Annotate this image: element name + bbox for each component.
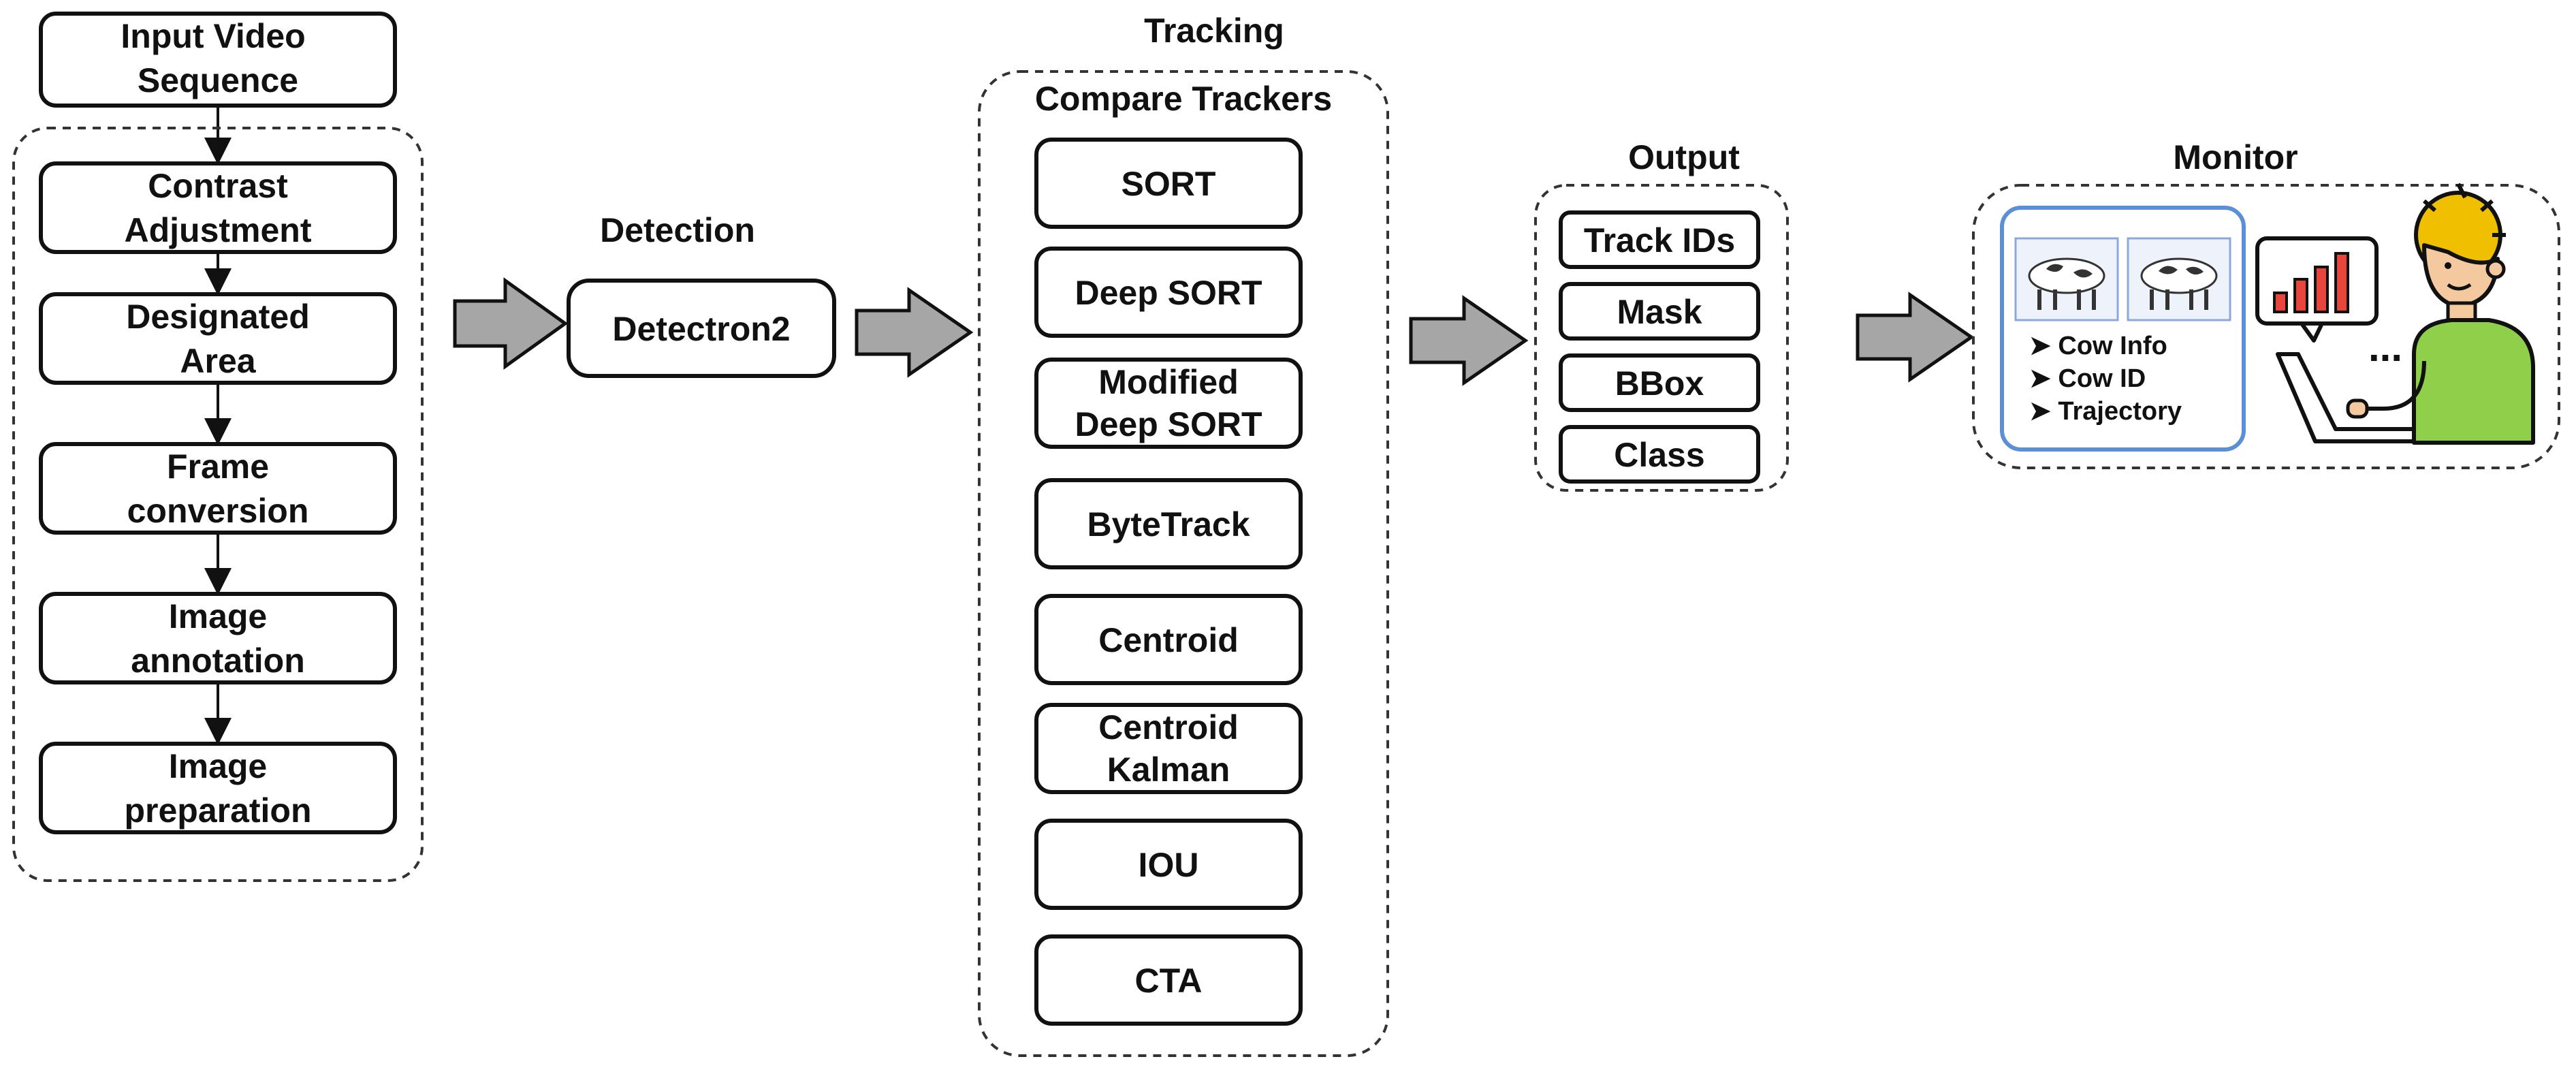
- tracker-box-modified-deep-sort: [1034, 358, 1303, 449]
- monitor-title: Monitor: [2173, 138, 2297, 176]
- svg-text:Centroid: Centroid: [1098, 621, 1239, 659]
- output-label-class: Class: [1614, 436, 1704, 474]
- tracker-box-cta: [1034, 934, 1303, 1026]
- tracker-label-centroid-kalman-1: Centroid: [1098, 708, 1239, 746]
- step-label-contrast-adjustment-1: Contrast: [148, 167, 288, 205]
- svg-text:Deep SORT: Deep SORT: [1075, 274, 1262, 312]
- tracker-label-sort: SORT: [1122, 165, 1216, 203]
- step-label-image-preparation-2: preparation: [124, 791, 311, 830]
- tracker-box-deep-sort: [1034, 247, 1303, 338]
- analyst-illustration-icon: ...: [2255, 183, 2535, 445]
- step-box-image-preparation: [39, 742, 397, 834]
- info-item-trajectory: ➤ Trajectory: [2029, 397, 2182, 426]
- person-icon: [2346, 183, 2535, 445]
- tracker-box-bytetrack: [1034, 478, 1303, 569]
- tracker-box-centroid: [1034, 594, 1303, 685]
- flow-arrow-to-detection: [453, 277, 569, 370]
- svg-text:CTA: CTA: [1134, 962, 1202, 1000]
- tracker-label-modified-deep-sort-1: Modified: [1098, 363, 1239, 401]
- tracker-label-modified-deep-sort-2: Deep SORT: [1075, 405, 1262, 443]
- tracker-label-cta: CTA: [1134, 962, 1202, 1000]
- output-label-track-ids: Track IDs: [1584, 221, 1735, 259]
- svg-text:Input Video Sequence: Input Video Sequence: [121, 17, 315, 99]
- flow-arrow-to-tracking: [855, 287, 974, 378]
- tracking-title: Tracking: [1144, 12, 1284, 50]
- step-label-image-annotation-1: Image: [169, 597, 268, 635]
- step-label-frame-conversion-1: Frame: [167, 447, 269, 486]
- svg-text:ByteTrack: ByteTrack: [1087, 505, 1250, 543]
- tracker-box-iou: [1034, 819, 1303, 910]
- preprocessing-group: [12, 127, 424, 882]
- output-box-track-ids: [1559, 210, 1760, 269]
- output-title: Output: [1628, 138, 1740, 176]
- tracker-label-centroid-kalman-2: Kalman: [1107, 751, 1230, 789]
- input-video-label-2: Sequence: [138, 61, 298, 99]
- detection-title: Detection: [600, 211, 755, 249]
- tracking-subtitle: Compare Trackers: [1035, 80, 1332, 118]
- typing-ellipsis: ...: [2368, 324, 2402, 370]
- tracker-box-sort: [1034, 138, 1303, 229]
- bar-chart-icon: [2255, 236, 2379, 343]
- tracker-label-bytetrack: ByteTrack: [1087, 505, 1250, 543]
- tracker-label-iou: IOU: [1139, 846, 1199, 884]
- step-label-image-annotation-2: annotation: [131, 642, 305, 680]
- cow-image-right: [2127, 237, 2231, 321]
- output-box-bbox: [1559, 353, 1760, 412]
- detectron2-label: Detectron2: [612, 310, 790, 348]
- output-box-class: [1559, 425, 1760, 484]
- info-item-cow-id: ➤ Cow ID: [2029, 364, 2146, 393]
- monitor-group: [1972, 184, 2560, 469]
- svg-text:SORT: SORT: [1122, 165, 1216, 203]
- tracker-label-centroid: Centroid: [1098, 621, 1239, 659]
- detectron2-box: [567, 279, 836, 378]
- info-item-cow-info: ➤ Cow Info: [2029, 332, 2167, 360]
- flow-arrow-to-output: [1409, 295, 1529, 386]
- tracking-group: [978, 70, 1389, 1057]
- step-label-designated-area-2: Area: [180, 342, 256, 380]
- cow-info-panel: ➤ Cow Info ➤ Cow ID ➤ Trajectory: [2000, 206, 2246, 452]
- output-label-bbox: BBox: [1615, 364, 1704, 403]
- step-label-designated-area-1: Designated: [126, 298, 310, 336]
- tracker-box-centroid-kalman: [1034, 703, 1303, 794]
- svg-text:IOU: IOU: [1139, 846, 1199, 884]
- step-label-contrast-adjustment-2: Adjustment: [125, 211, 312, 249]
- output-box-mask: [1559, 282, 1760, 341]
- step-label-frame-conversion-2: conversion: [127, 492, 309, 530]
- output-group: [1534, 184, 1789, 492]
- tracker-label-deep-sort: Deep SORT: [1075, 274, 1262, 312]
- output-label-mask: Mask: [1617, 293, 1702, 331]
- input-video-label-1: Input Video: [121, 17, 305, 55]
- step-label-image-preparation-1: Image: [169, 747, 268, 785]
- flow-arrow-to-monitor: [1856, 291, 1975, 383]
- cow-image-left: [2014, 237, 2119, 321]
